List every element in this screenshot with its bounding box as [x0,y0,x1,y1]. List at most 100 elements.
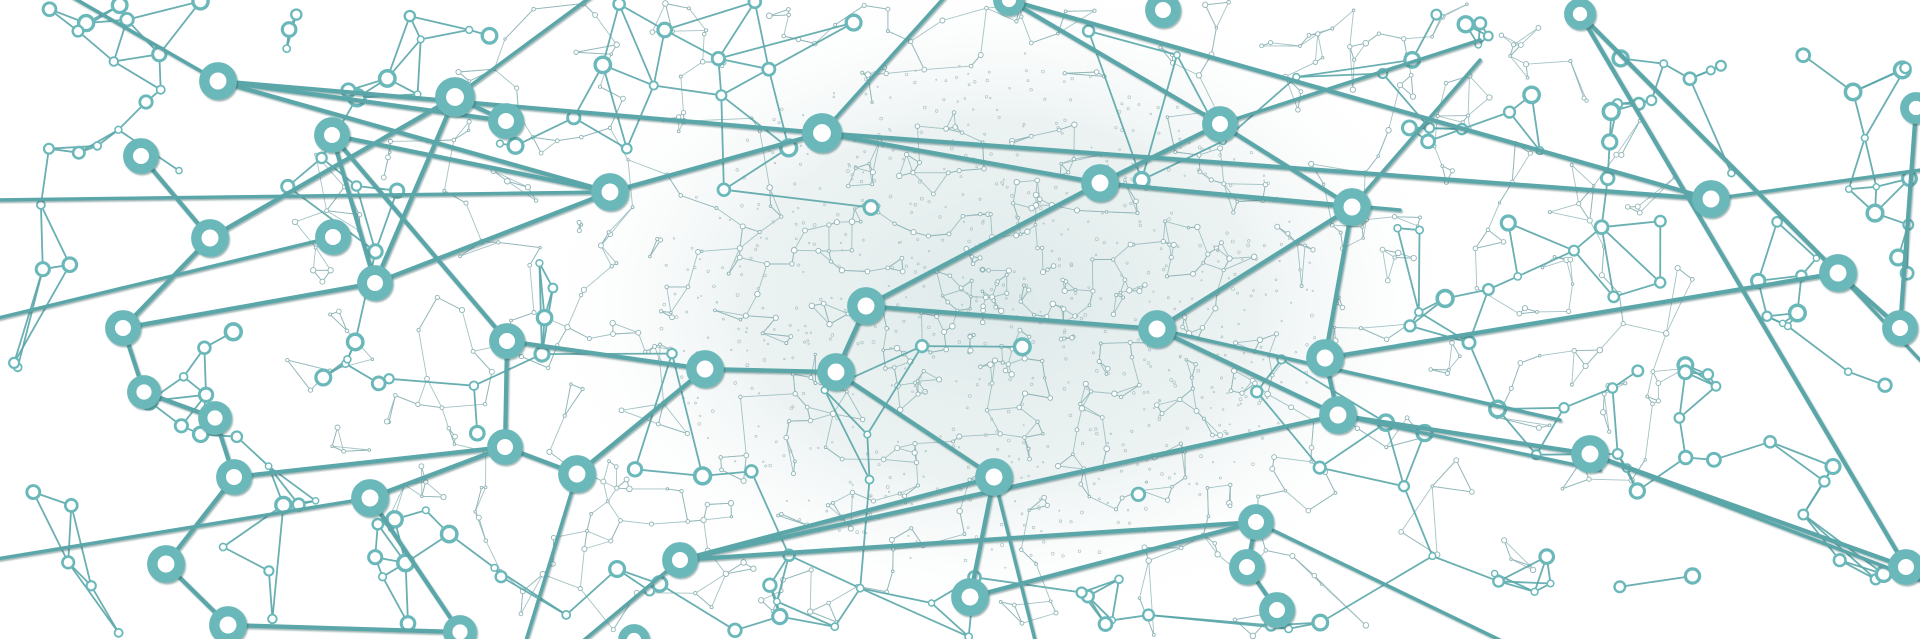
fine-edge [621,403,664,411]
fine-edge [459,241,499,257]
texture-dot [1098,497,1101,501]
texture-dot [982,219,985,222]
fine-edge [649,239,661,257]
fine-edge [540,140,558,154]
fine-edge [899,485,919,494]
texture-dot [1094,253,1098,257]
fine-node [1165,115,1170,119]
fine-edge [417,378,428,405]
fine-node [1154,402,1160,408]
fine-node [442,188,447,193]
fine-edge [1203,418,1213,436]
fine-node [1026,287,1032,293]
fine-edge [959,433,1001,438]
fine-node [830,500,835,505]
fine-node [1636,209,1643,216]
fine-edge [600,245,613,267]
fine-edge [1164,221,1170,245]
fine-node [977,255,983,261]
fine-node [1073,207,1081,214]
fine-edge [627,159,668,176]
texture-dot [1068,413,1073,418]
fine-node [838,267,846,274]
fine-node [1194,223,1201,231]
texture-dot [770,192,773,195]
texture-dot [1122,372,1126,376]
main-edge [73,0,220,83]
fine-node [1014,19,1019,24]
mesh-node [92,141,103,151]
fine-edge [1203,262,1224,271]
main-edge [967,474,997,600]
mesh-edge [1650,63,1665,101]
fine-edge [1301,245,1306,287]
fine-node [1026,446,1031,451]
texture-dot [1069,98,1073,102]
fine-edge [804,224,830,231]
texture-dot [1136,463,1139,466]
fine-edge [1065,10,1095,12]
texture-dot [1020,512,1024,516]
fine-node [1428,367,1433,372]
fine-edge [1334,327,1361,329]
texture-dot [1173,307,1177,311]
texture-dot [1130,429,1134,433]
fine-edge [1162,221,1166,242]
fine-node [1035,245,1040,251]
texture-dot [1052,219,1055,222]
fine-edge [1621,120,1641,156]
texture-dot [861,238,865,242]
texture-dot [1170,211,1174,215]
texture-dot [1179,147,1182,149]
mesh-node [656,21,674,39]
texture-dot [1178,354,1182,358]
mesh-edge [386,15,411,79]
fine-edge [1196,226,1209,255]
hub-node [686,350,724,388]
fine-node [1457,354,1462,359]
texture-dot [962,220,966,223]
fine-edge [1602,412,1610,432]
texture-dot [830,333,835,337]
fine-node [892,221,897,226]
fine-edge [1148,547,1182,562]
mesh-node [1631,364,1645,378]
mesh-node [1673,412,1686,424]
mesh-node [1606,382,1619,394]
mesh-node [1538,548,1556,565]
fine-node [581,545,588,553]
fine-node [285,357,290,363]
texture-dot [943,167,946,171]
fine-node [1103,445,1110,452]
mesh-node [710,50,727,67]
mesh-node [138,94,154,110]
fine-node [1071,156,1076,162]
hub-node [951,578,989,616]
fine-edge [1377,130,1389,157]
texture-dot [957,340,962,344]
fine-edge [1308,28,1333,36]
fine-node [1063,279,1069,284]
mesh-edge [866,345,923,435]
fine-edge [453,130,469,141]
mesh-node [1607,290,1621,304]
mesh-node [1075,586,1088,599]
texture-dot [733,381,737,385]
fine-node [1508,385,1514,391]
mesh-edge [90,585,120,634]
fine-node [1024,228,1031,235]
texture-dot [1063,118,1067,122]
fine-node [1073,287,1078,292]
texture-dot [1120,102,1124,106]
fine-edge [665,3,689,9]
fine-edge [1615,120,1641,155]
texture-dot [852,426,854,429]
fine-node [1600,409,1607,416]
texture-dot [1201,261,1205,265]
fine-node [550,534,557,541]
fine-edge [609,206,633,235]
texture-dot [1190,297,1194,300]
fine-node [1511,42,1517,48]
fine-node [885,6,891,12]
texture-dot [1061,554,1065,558]
